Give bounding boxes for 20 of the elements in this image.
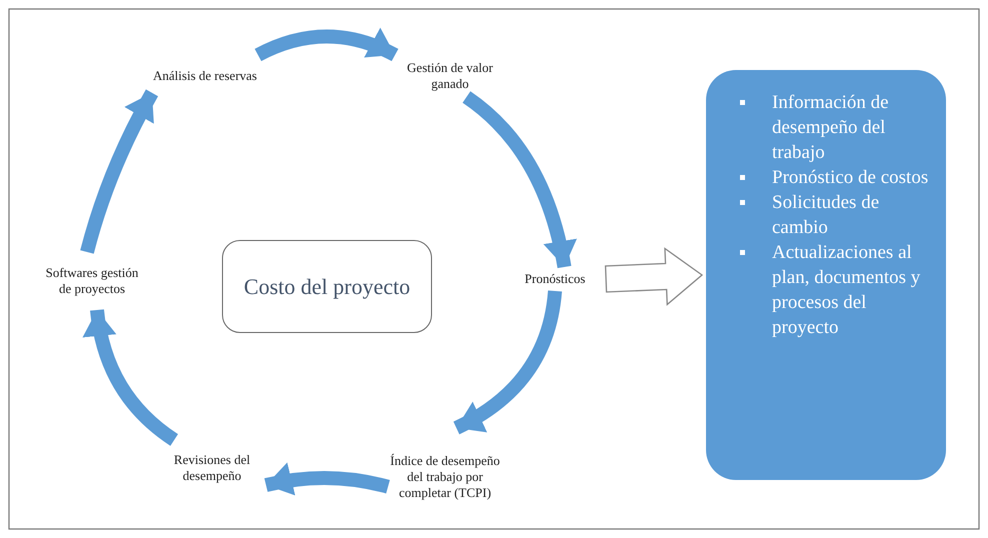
curved-arrow [80,89,158,254]
curved-arrow [453,290,562,434]
bullet-item: Solicitudes de cambio [736,190,932,240]
bullet-item: Pronóstico de costos [736,165,928,190]
curved-arrow [462,91,576,268]
step-label: Revisiones del desempeño [158,440,266,495]
bullet-item: Actualizaciones al plan, documentos y procesos del proyecto [736,240,932,340]
block-arrow [604,247,704,306]
bullet-item: Información de desempeño del trabajo [736,90,932,165]
step-label: Softwares gestión de proyectos [42,252,142,310]
curved-arrow [83,309,178,446]
center-box [222,240,432,333]
curved-arrow [254,28,398,62]
step-label: Pronósticos [508,267,602,291]
step-label: Índice de desempeño del trabajo por completar (TCPI) [388,428,502,526]
step-label: Análisis de reservas [152,55,258,97]
step-label: Gestión de valor ganado [395,55,505,97]
curved-arrow [264,462,390,496]
box-title: Costo del proyecto [244,272,410,301]
output-box [706,70,946,480]
